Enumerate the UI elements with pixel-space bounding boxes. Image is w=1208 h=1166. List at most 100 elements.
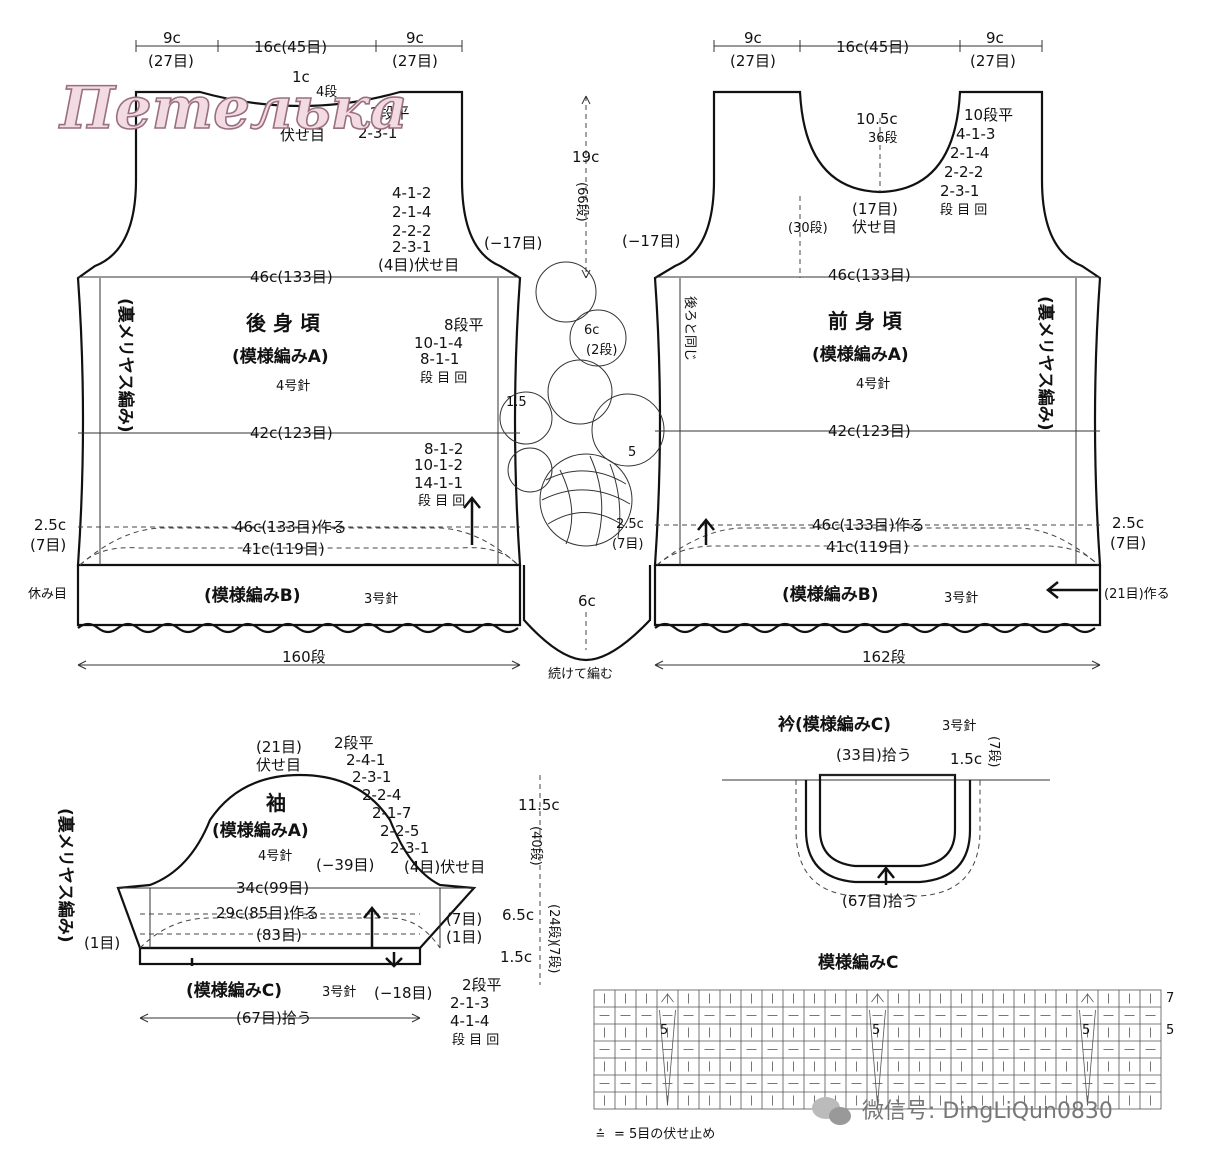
back-lower-key: 段 目 回 xyxy=(418,494,465,509)
sleeve-pattern: (模様編みA) xyxy=(212,820,309,841)
back-neck-dec: 2-3-1 xyxy=(358,124,397,142)
front-neck-dec1: 4-1-3 xyxy=(956,125,995,143)
back-side-width: 2.5c xyxy=(34,516,66,534)
collar-piece: 衿(模様編みC) 3号針 (33目)拾う 1.5c (7段) (67目)拾う xyxy=(722,714,1050,910)
back-arm-total: (−17目) xyxy=(484,234,542,252)
bubble-d: 5 xyxy=(628,445,636,460)
sleeve-right-1: (1目) xyxy=(446,928,482,946)
front-top-left-stitches: (27目) xyxy=(730,52,776,70)
sleeve-dec5: 2-2-5 xyxy=(380,822,419,840)
front-needle: 4号針 xyxy=(856,377,890,392)
sleeve-cap-height: 11.5c xyxy=(518,796,560,814)
back-cast-on: 46c(133目)作る xyxy=(234,518,347,536)
sleeve-needle: 4号針 xyxy=(258,849,292,864)
sleeve-band-flat: 2段平 xyxy=(462,976,502,994)
bubble-c: 1.5 xyxy=(506,395,527,410)
sleeve-band-key: 段 目 回 xyxy=(452,1033,499,1048)
sleeve-pickup: (67目)拾う xyxy=(236,1009,312,1027)
front-neck-dec3: 2-2-2 xyxy=(944,163,983,181)
sleeve-dec1: 2-4-1 xyxy=(346,751,385,769)
watermark-wechat: 微信号: DingLiQun0830 xyxy=(862,1099,1113,1124)
back-band-rows: 160段 xyxy=(282,648,326,666)
back-band-needle: 3号針 xyxy=(364,592,398,607)
front-band-cast: (21目)作る xyxy=(1104,587,1170,602)
front-same-as-back: 後ろと同じ xyxy=(682,296,697,361)
back-lower-inc2: 10-1-2 xyxy=(414,456,463,474)
collar-height: 1.5c xyxy=(950,750,982,768)
center-join: 続けて編む xyxy=(548,666,613,682)
sleeve-band-dec: (−18目) xyxy=(374,984,432,1002)
sleeve-dec6: 2-3-1 xyxy=(390,839,429,857)
bubble-e: 2.5c xyxy=(616,517,644,532)
front-band-rows: 162段 xyxy=(862,648,906,666)
front-top-right-stitches: (27目) xyxy=(970,52,1016,70)
back-lower-inc1: 8-1-2 xyxy=(424,440,463,458)
front-top-mid-width: 16c(45目) xyxy=(836,38,909,56)
cactus-decoration: 6c (2段) 1.5 5 2.5c (7目) xyxy=(499,261,665,552)
back-upper-inc1: 10-1-4 xyxy=(414,334,463,352)
front-band: (模様編みB) xyxy=(782,584,879,605)
back-arm-dec4: 2-3-1 xyxy=(392,238,431,256)
sleeve-band-dec1: 2-1-3 xyxy=(450,994,489,1012)
front-neck-flat: 10段平 xyxy=(964,106,1013,124)
sleeve-cap-rows: (40段) xyxy=(528,826,543,866)
front-side-stitches: (7目) xyxy=(1110,534,1146,552)
back-upper-flat: 8段平 xyxy=(444,316,484,334)
sleeve-dec4: 2-1-7 xyxy=(372,804,411,822)
sleeve-top-bind: 伏せ目 xyxy=(256,756,301,774)
wechat-icon xyxy=(812,1097,851,1125)
chart-row-5: 5 xyxy=(1166,1023,1174,1038)
front-neck-height: 10.5c xyxy=(856,110,898,128)
back-band-end: 休み目 xyxy=(28,587,67,602)
sleeve-band-rows: (7段) xyxy=(546,942,561,973)
chart-title: 模様編みC xyxy=(818,952,898,973)
sleeve-bind: (4目)伏せ目 xyxy=(404,858,485,876)
collar-needle: 3号針 xyxy=(942,719,976,734)
chart-legend-symbol: ⩮ xyxy=(596,1124,605,1142)
front-top-right-width: 9c xyxy=(986,29,1004,47)
back-chest: 46c(133目) xyxy=(250,268,333,286)
sleeve-side-label: (裏メリヤス編み) xyxy=(55,808,76,943)
sleeve-body-rows: (24段) xyxy=(546,904,561,944)
back-pattern: (模様編みA) xyxy=(232,346,329,367)
chart-center-mark-3: 5 xyxy=(1082,1023,1090,1038)
front-neck-key: 段 目 回 xyxy=(940,203,987,218)
sleeve-band-needle: 3号針 xyxy=(322,985,356,1000)
sleeve-cast-on: 29c(85目)作る xyxy=(216,904,319,922)
front-arm-rows: (30段) xyxy=(788,221,828,236)
front-neck-dec2: 2-1-4 xyxy=(950,144,989,162)
back-hem-width: 41c(119目) xyxy=(242,540,325,558)
center-area: 19c (66段) 6c (2段) 1.5 5 2.5c (7目) 6c 続けて… xyxy=(499,95,665,682)
back-upper-key: 段 目 回 xyxy=(420,371,467,386)
front-top-left-width: 9c xyxy=(744,29,762,47)
front-hem-width: 41c(119目) xyxy=(826,538,909,556)
front-pattern: (模様編みA) xyxy=(812,344,909,365)
sleeve-top-stitches: (21目) xyxy=(256,738,302,756)
front-side-label: (裏メリヤス編み) xyxy=(1035,296,1056,431)
chart-center-mark-2: 5 xyxy=(872,1023,880,1038)
back-arm-dec1: 4-1-2 xyxy=(392,184,431,202)
back-top-right-stitches: (27目) xyxy=(392,52,438,70)
sleeve-band-height: 1.5c xyxy=(500,948,532,966)
back-needle: 4号針 xyxy=(276,379,310,394)
sleeve-row83: (83目) xyxy=(256,926,302,944)
sleeve-title: 袖 xyxy=(266,791,286,815)
front-neck-bind-st: (17目) xyxy=(852,200,898,218)
back-top-left-width: 9c xyxy=(163,29,181,47)
sleeve-left-inc: (1目) xyxy=(84,934,120,952)
chart-legend: = 5目の伏せ止め xyxy=(614,1127,715,1142)
watermark-logo: Петелька xyxy=(58,74,408,142)
collar-top-pickup: (33目)拾う xyxy=(836,746,912,764)
sleeve-right-7: (7目) xyxy=(446,910,482,928)
sleeve-piece: (21目) 伏せ目 2段平 2-4-1 2-3-1 2-2-4 2-1-7 2-… xyxy=(55,734,561,1048)
bubble-a: 6c xyxy=(584,323,599,338)
sleeve-width: 34c(99目) xyxy=(236,879,309,897)
front-arm-total: (−17目) xyxy=(622,232,680,250)
collar-bottom-pickup: (67目)拾う xyxy=(842,892,918,910)
back-side-label: (裏メリヤス編み) xyxy=(115,298,136,433)
back-top-left-stitches: (27目) xyxy=(148,52,194,70)
chart-center-mark-1: 5 xyxy=(660,1023,668,1038)
center-rows: (66段) xyxy=(574,182,589,222)
